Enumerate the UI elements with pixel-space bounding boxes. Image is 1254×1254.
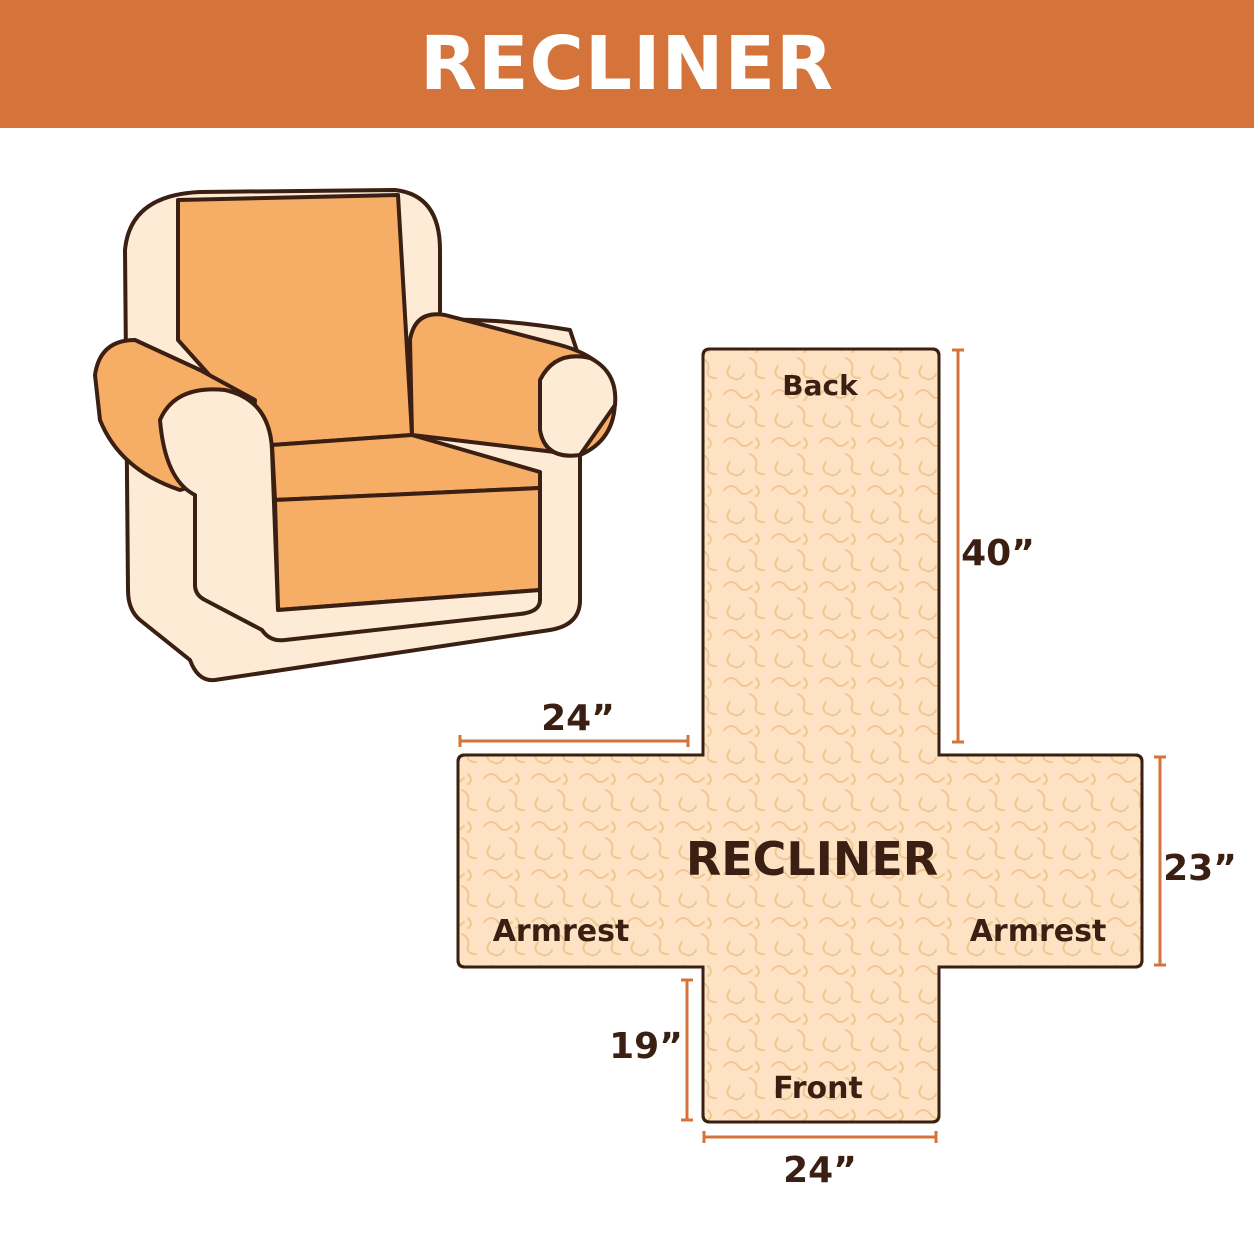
chair-right-arm-front [538,354,618,458]
dim-label-arm-width: 24” [541,698,615,739]
dim-label-arm-height: 23” [1163,848,1237,889]
pad-shape [456,347,1144,1124]
armchair-illustration [93,188,618,683]
label-back: Back [782,369,859,402]
dim-label-seat-width: 24” [783,1150,857,1191]
dim-label-back: 40” [961,533,1035,574]
chair-left-arm-front [158,387,542,643]
label-armrest-left: Armrest [493,914,630,949]
page-title: RECLINER [420,21,834,107]
label-front: Front [773,1071,863,1106]
label-armrest-right: Armrest [970,914,1107,949]
dim-label-front: 19” [609,1026,683,1067]
pad-pattern [456,347,1144,1124]
label-center: RECLINER [686,832,938,886]
header-banner: RECLINER [0,0,1254,128]
dimension-lines [458,348,1166,1143]
